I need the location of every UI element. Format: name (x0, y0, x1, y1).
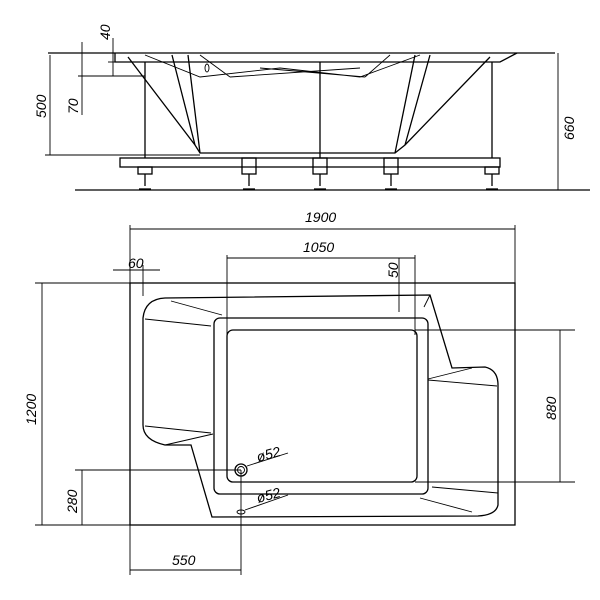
dim-880: 880 (543, 396, 559, 420)
tub-outer-shell (127, 56, 491, 154)
dim-1900: 1900 (305, 209, 336, 225)
tub-wall-lines (171, 54, 431, 154)
dim-280: 280 (64, 489, 80, 514)
overflow-diameter-label: ø52 (255, 484, 283, 506)
overflow-hole (204, 63, 210, 73)
frame-posts (144, 62, 493, 158)
outer-outline (129, 282, 516, 526)
dim-70: 70 (65, 98, 81, 114)
tub-rim (142, 294, 499, 518)
tub-contour-lines (144, 294, 499, 513)
plan-view: 1900 1050 60 50 880 1200 280 550 ø52 ø52 (23, 209, 575, 575)
dim-550: 550 (172, 552, 196, 568)
frame-base (119, 157, 501, 168)
drain-diameter-label: ø52 (255, 443, 283, 465)
tub-inner-edge (213, 317, 429, 495)
dim-60: 60 (128, 255, 144, 271)
rim (114, 52, 518, 63)
dim-660: 660 (561, 116, 577, 140)
dim-1050: 1050 (303, 239, 334, 255)
tub-basin (226, 329, 418, 483)
support-feet (137, 157, 500, 190)
tub-edge-lines (144, 54, 421, 78)
side-view: 500 70 40 660 (33, 24, 590, 191)
dim-40: 40 (97, 24, 113, 40)
dim-50: 50 (385, 262, 401, 278)
dim-1200: 1200 (23, 394, 39, 425)
dim-500: 500 (33, 94, 49, 118)
